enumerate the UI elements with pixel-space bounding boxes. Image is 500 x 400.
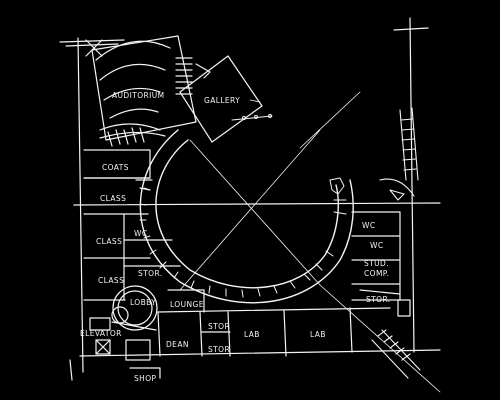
room-label-dean: DEAN [166,340,189,349]
south-block [157,289,391,357]
east-stair [379,107,419,201]
room-label-gallery: GALLERY [204,96,240,105]
room-label-stud-comp-1: STUD. [364,259,389,268]
gallery-path [231,114,273,121]
room-label-stor-right: STOR. [366,295,391,304]
room-label-auditorium: AUDITORIUM [112,91,164,100]
room-label-stud-comp-2: COMP. [364,269,389,278]
room-label-lounge: LOUNGE [170,300,204,309]
left-wing [83,149,181,301]
gallery [179,55,263,143]
room-label-lab-1: LAB [244,330,260,339]
room-label-lobby: LOBBY [130,298,156,307]
shop [125,339,161,379]
corridor-ring [139,129,354,304]
elevator [89,317,111,355]
room-label-class-2: CLASS [96,237,122,246]
lobby [111,285,158,331]
room-label-stor-b: STOR [208,345,230,354]
southeast-stair [371,329,421,379]
room-label-lab-2: LAB [310,330,326,339]
room-label-elevator: ELEVATOR [80,329,122,338]
auditorium [85,35,197,147]
room-label-stor-a: STOR [208,322,230,331]
room-label-wc-right-2: WC [370,241,383,250]
room-label-wc-left: WC [134,229,147,238]
room-label-stor-left: STOR. [138,269,163,278]
room-label-wc-right-1: WC [362,221,375,230]
room-label-coats: COATS [102,163,129,172]
diagonal-axes [179,91,441,393]
room-label-shop: SHOP [134,374,157,383]
right-wing [351,211,411,317]
room-label-class-1: CLASS [100,194,126,203]
room-label-class-3: CLASS [98,276,124,285]
site-boundary [59,17,441,381]
